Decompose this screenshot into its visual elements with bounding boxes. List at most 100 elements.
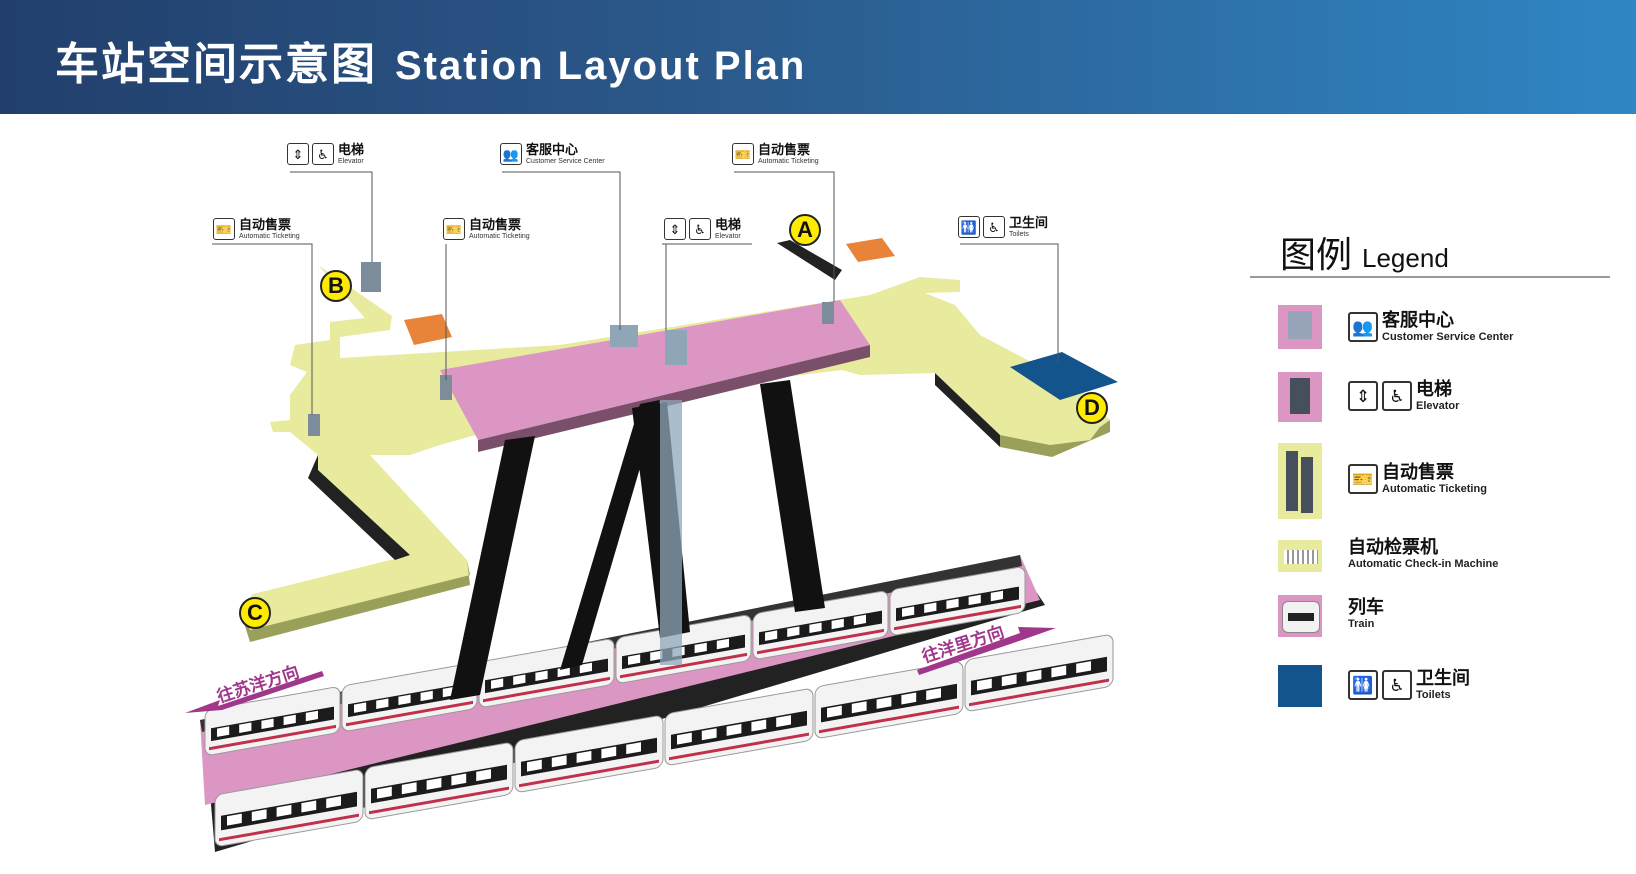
legend-en: Customer Service Center	[1382, 330, 1514, 343]
elevator-shaft	[660, 400, 682, 665]
toilet-icon: 🚻	[1348, 670, 1378, 701]
legend-title-zh: 图例	[1280, 234, 1353, 275]
elevator-icon: ⇕	[1348, 381, 1378, 412]
train-window	[924, 602, 937, 613]
train-window	[420, 690, 433, 702]
legend-en: Train	[1348, 617, 1375, 630]
train-window	[726, 723, 742, 736]
train-window	[853, 614, 867, 626]
left-arrow	[185, 671, 324, 713]
train-window	[261, 718, 274, 730]
exit-d-badge: D	[1076, 392, 1108, 424]
legend-item-elevator	[1278, 372, 1322, 422]
train-window	[628, 654, 641, 665]
train-window	[809, 622, 822, 634]
legend-swatch-train	[1278, 595, 1322, 637]
train-window	[217, 726, 230, 737]
elevator-b	[361, 262, 381, 292]
toilets-block	[1010, 352, 1118, 400]
legend-title: 图例 Legend	[1280, 226, 1449, 278]
escalators	[450, 380, 825, 700]
wheelchair-icon: ♿	[312, 143, 334, 165]
train-window	[694, 642, 707, 654]
train-window	[491, 678, 504, 689]
elevator-icon: ⇕	[287, 143, 309, 165]
train-window	[401, 782, 417, 795]
legend-item-service-center	[1278, 305, 1322, 349]
page-title-en: Station Layout Plan	[395, 44, 807, 88]
exit-b-badge: B	[320, 270, 352, 302]
train-window	[926, 688, 941, 701]
wheelchair-icon: ♿	[689, 218, 711, 240]
passage-wall-a	[777, 240, 842, 280]
train-window	[787, 626, 800, 637]
train-car	[341, 662, 478, 732]
train-window	[1051, 665, 1067, 678]
callout-label: 电梯	[715, 217, 742, 232]
toilet-icon: 🚻	[958, 216, 980, 238]
callout-label-en: Toilets	[1009, 231, 1029, 238]
callout-label-en: Automatic Ticketing	[239, 233, 300, 240]
train-window	[601, 746, 617, 759]
legend-swatch-ticketing	[1278, 443, 1322, 519]
legend-item-ticketing	[1278, 443, 1322, 519]
callout-label: 自动售票	[239, 217, 292, 232]
train-window	[301, 800, 317, 813]
elevator-center	[665, 330, 687, 365]
paid-zone-floor	[440, 300, 870, 440]
direction-arrows	[185, 627, 1056, 713]
legend-title-en: Legend	[1362, 243, 1449, 273]
exit-c-badge: C	[239, 597, 271, 629]
train-window	[377, 786, 392, 799]
escalator-left	[450, 436, 535, 700]
legend-en: Automatic Ticketing	[1382, 482, 1487, 495]
legend-en: Toilets	[1416, 688, 1451, 701]
train-window	[765, 630, 778, 641]
legend-item-train	[1278, 595, 1322, 637]
train-window	[901, 692, 917, 705]
train-window	[1076, 661, 1091, 674]
legend-zh: 自动售票	[1382, 462, 1454, 482]
train-window	[354, 702, 367, 713]
wheelchair-icon: ♿	[1382, 381, 1412, 412]
callout-label: 电梯	[338, 142, 365, 157]
train-window	[576, 750, 592, 763]
train-car	[889, 566, 1026, 636]
train-window	[535, 670, 548, 682]
wheelchair-icon: ♿	[983, 216, 1005, 238]
train-window	[751, 719, 767, 732]
wheelchair-icon: ♿	[1382, 670, 1412, 701]
exit-a-badge: A	[789, 214, 821, 246]
train-window	[776, 715, 791, 728]
train-window	[968, 594, 981, 606]
legend-swatch-checkin	[1278, 540, 1322, 572]
legend-zh: 卫生间	[1416, 668, 1470, 688]
train-car	[364, 742, 514, 820]
train-car	[204, 686, 341, 756]
leader-lines	[212, 171, 1059, 415]
concourse-level	[240, 240, 1110, 642]
train-window	[451, 773, 467, 786]
legend-item-checkin	[1278, 540, 1322, 572]
service-desk-icon: 👥	[500, 143, 522, 165]
train-window	[579, 662, 593, 674]
right-arrow	[917, 627, 1056, 675]
train-window	[1001, 674, 1017, 687]
customer-service-booth	[610, 325, 638, 347]
legend-item-toilets	[1278, 665, 1322, 707]
legend-en: Automatic Check-in Machine	[1348, 557, 1499, 570]
service-center-b	[404, 314, 452, 345]
train-window	[1026, 669, 1042, 682]
train-window	[251, 809, 267, 822]
train-window	[276, 804, 292, 817]
escalator-center-left	[560, 400, 660, 670]
